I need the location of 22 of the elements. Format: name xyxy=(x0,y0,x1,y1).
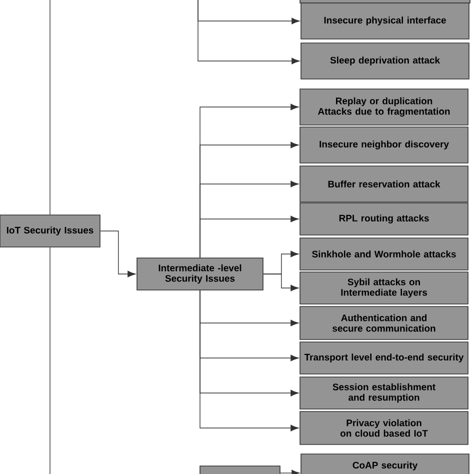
connector-arrow xyxy=(200,290,299,432)
issue-box: Insecure physical interface xyxy=(300,2,470,40)
issue-box: Sinkhole and Wormhole attacks xyxy=(300,238,468,270)
issue-box: Buffer reservation attack xyxy=(300,166,468,202)
issue-box: RPL routing attacks xyxy=(300,202,468,236)
issue-box: Transport level end-to-end security xyxy=(300,342,468,374)
issue-box: Intermediate -level Security Issues xyxy=(136,258,264,290)
issue-box: IoT Security Issues xyxy=(0,214,100,248)
issue-box: Replay or duplication Attacks due to fragmentation xyxy=(300,88,468,126)
issue-box: Sleep deprivation attack xyxy=(300,42,470,80)
issue-box: Authentication and secure communication xyxy=(300,306,468,340)
connector-arrow xyxy=(100,230,136,278)
connector-arrow xyxy=(263,274,299,292)
issue-box: CoAP security xyxy=(300,454,470,474)
issue-box: Insecure neighbor discovery xyxy=(300,126,468,164)
connector-arrow xyxy=(280,470,300,474)
issue-box: Sybil attacks on Intermediate layers xyxy=(300,272,468,304)
issue-box: Privacy violation on cloud based IoT xyxy=(300,411,468,445)
connector-arrow xyxy=(200,216,299,258)
empty-box xyxy=(200,466,280,474)
connector-arrow xyxy=(198,0,300,64)
issue-box: Session establishment and resumption xyxy=(300,376,468,410)
